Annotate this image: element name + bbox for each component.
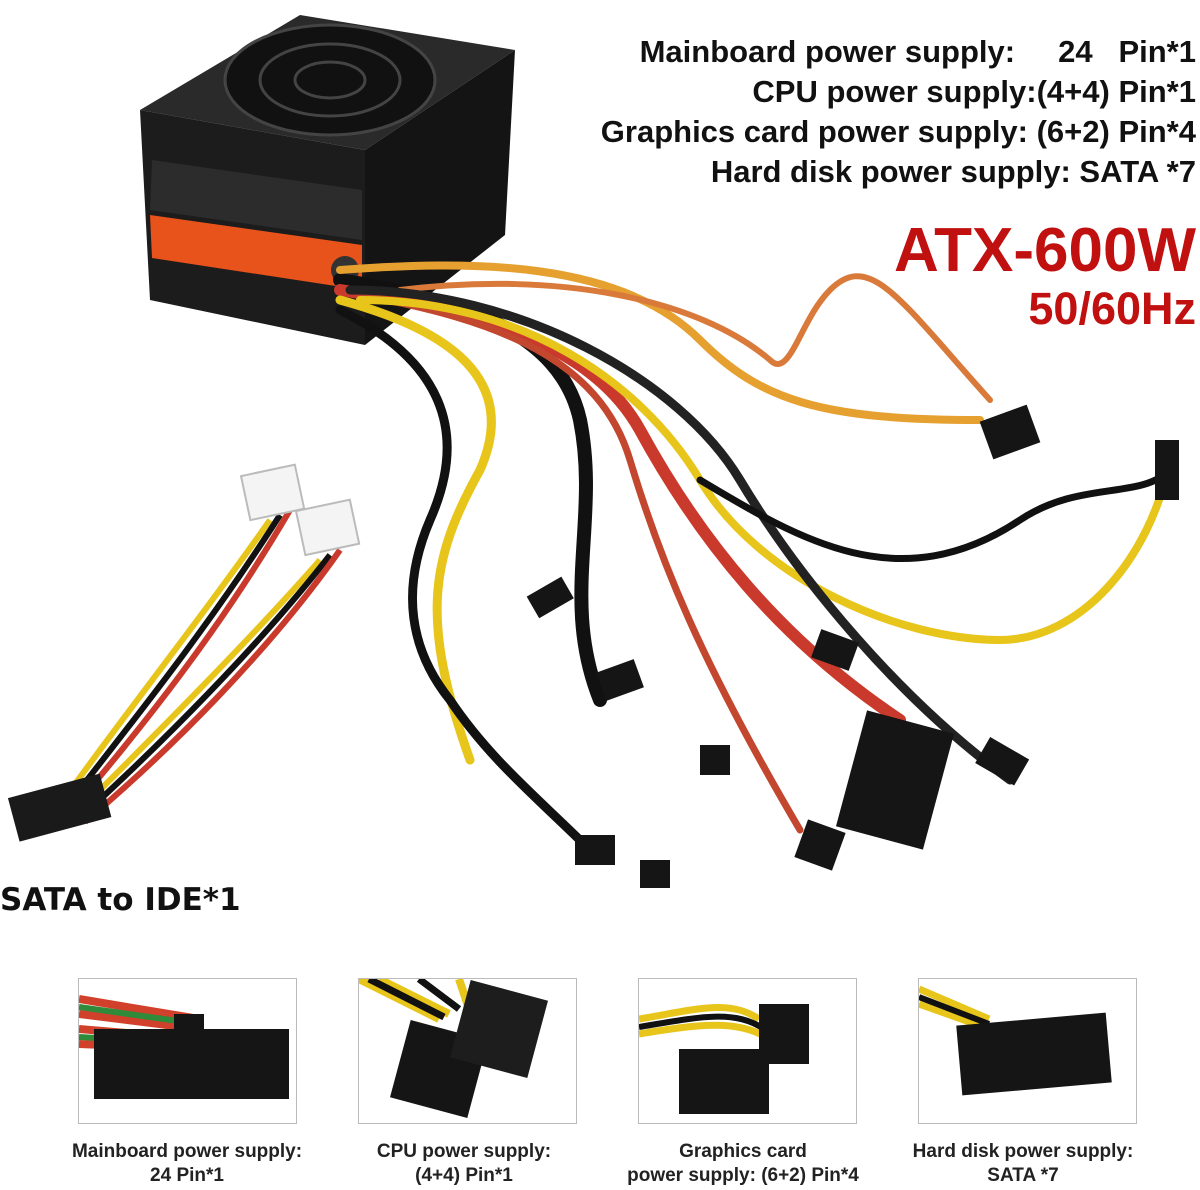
caption-cpu: CPU power supply: (4+4) Pin*1 — [324, 1140, 604, 1188]
caption-line: Graphics card — [679, 1141, 807, 1162]
thumb-sata — [918, 978, 1137, 1124]
atx-24pin-connector — [836, 710, 954, 850]
spec-graphics: Graphics card power supply: (6+2) Pin*4 — [600, 114, 1196, 149]
caption-line: 24 Pin*1 — [150, 1165, 224, 1186]
spec-hard-disk: Hard disk power supply: SATA *7 — [710, 154, 1196, 189]
caption-graphics: Graphics card power supply: (6+2) Pin*4 — [603, 1140, 883, 1188]
thumb-graphics — [638, 978, 857, 1124]
model-frequency: 50/60Hz — [1028, 283, 1196, 334]
fan-grill-icon — [223, 23, 437, 137]
thumb-cpu — [358, 978, 577, 1124]
cable-bundle — [333, 261, 1174, 855]
psu-product-photo — [7, 15, 1179, 888]
caption-line: (4+4) Pin*1 — [415, 1165, 513, 1186]
caption-line: SATA *7 — [987, 1165, 1059, 1186]
connectors — [526, 404, 1179, 888]
spec-list: Mainboard power supply: 24 Pin*1 CPU pow… — [601, 32, 1196, 192]
caution-label — [150, 215, 362, 290]
sata-connector-image — [919, 985, 1112, 1096]
spec-mainboard: Mainboard power supply: 24 Pin*1 — [639, 34, 1196, 69]
psu-unit — [140, 15, 515, 345]
cpu-8pin-image — [359, 979, 548, 1118]
adapter-label: SATA to IDE*1 — [0, 882, 241, 918]
sata-to-ide-adapter — [7, 463, 361, 842]
caption-sata: Hard disk power supply: SATA *7 — [883, 1140, 1163, 1188]
spec-cpu: CPU power supply:(4+4) Pin*1 — [752, 74, 1196, 109]
model-name: ATX-600W — [893, 216, 1196, 285]
thumb-24pin — [78, 978, 297, 1124]
caption-line: CPU power supply: — [376, 1141, 552, 1162]
model-block: ATX-600W 50/60Hz — [894, 218, 1196, 334]
caption-24pin: Mainboard power supply: 24 Pin*1 — [47, 1140, 327, 1188]
atx-24pin-image — [79, 995, 289, 1099]
caption-line: Hard disk power supply: — [912, 1141, 1134, 1162]
caption-line: Mainboard power supply: — [71, 1141, 303, 1162]
pcie-6plus2-image — [639, 1003, 809, 1114]
caption-line: power supply: (6+2) Pin*4 — [627, 1165, 859, 1186]
